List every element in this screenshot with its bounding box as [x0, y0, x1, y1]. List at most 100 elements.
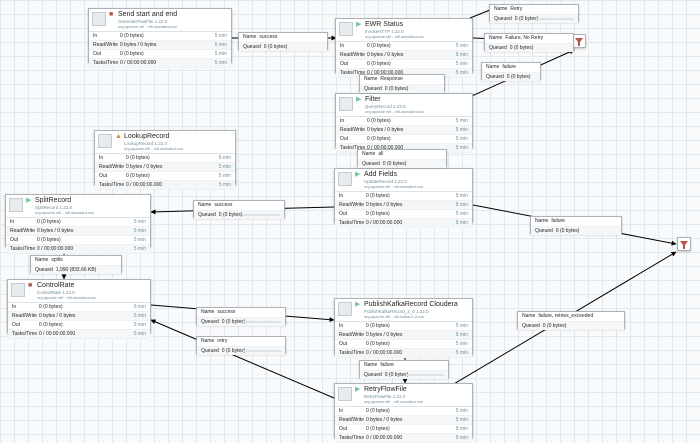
processor-icon [338, 302, 352, 316]
processor-name: EWR Status [365, 21, 404, 28]
conn-queued-label: Queued [494, 16, 512, 22]
stat-label-out: Out [10, 237, 19, 243]
processor-split-record[interactable]: ▶ SplitRecord SplitRecord 1.22.0 org.apa… [5, 194, 151, 254]
conn-queued: 0 (0 bytes) [542, 323, 567, 329]
processor-name: ControlRate [37, 282, 75, 289]
wire-retry-to-control[interactable] [150, 319, 335, 399]
conn-name-label: Name [535, 218, 549, 224]
stat-window: 5 min [133, 228, 146, 234]
processor-name: PublishKafkaRecord Cloudera [364, 301, 458, 308]
conn-name: splits [51, 257, 63, 263]
stat-in: 0 (0 bytes) [366, 408, 390, 414]
stat-label-out: Out [12, 322, 21, 328]
processor-filter[interactable]: ▶ Filter QueryRecord 1.22.0 org.apache.n… [335, 93, 473, 153]
funnel-right[interactable] [677, 237, 691, 251]
stat-label-rw: Read/Write [340, 52, 365, 58]
stat-rw: 0 bytes / 0 bytes [367, 127, 404, 133]
funnel-top[interactable] [572, 34, 586, 48]
stat-label-out: Out [93, 51, 102, 57]
stat-window: 5 min [133, 237, 146, 243]
processor-name: Send start and end [118, 11, 178, 18]
stat-out: 0 (0 bytes) [367, 61, 391, 67]
conn-queued-label: Queued [362, 161, 380, 167]
processor-ewr-status[interactable]: ▶ EWR Status InvokeHTTP 1.22.0 org.apach… [335, 18, 473, 78]
conn-queued-label: Queued [243, 44, 261, 50]
stat-label-out: Out [99, 173, 108, 179]
stat-rw: 0 bytes / 0 bytes [366, 332, 403, 338]
conn-queued: 0 (0 bytes) [221, 348, 246, 354]
processor-lookup-record[interactable]: ▲ LookupRecord LookupRecord 1.22.0 org.a… [94, 130, 236, 190]
running-icon: ▶ [355, 171, 361, 178]
processor-control-rate[interactable]: ■ ControlRate ControlRate 1.22.0 org.apa… [7, 279, 151, 339]
stat-window: 5 min [455, 70, 468, 76]
conn-queued: 0 (0 bytes) [506, 74, 531, 80]
stat-window: 5 min [455, 426, 468, 432]
processor-name: LookupRecord [124, 133, 170, 140]
processor-publish-kafka[interactable]: ▶ PublishKafkaRecord Cloudera PublishKaf… [334, 298, 473, 358]
processor-send-start-end[interactable]: ■ Send start and end GenerateFlowFile 1.… [88, 8, 232, 68]
processor-retry-flowfile[interactable]: ▶ RetryFlowFile RetryFlowFile 1.22.0 org… [334, 383, 473, 443]
conn-name: failure [380, 362, 394, 368]
processor-bundle: org.apache.nifi - nifi-standard-nar [124, 146, 183, 151]
processor-icon [339, 97, 353, 111]
processor-name: Add Fields [364, 171, 398, 178]
conn-queued: 0 (0 bytes) [263, 44, 288, 50]
conn-name: success [214, 202, 233, 208]
conn-queued: 0 (0 bytes) [384, 372, 409, 378]
wire-ewr-retry[interactable] [469, 9, 491, 19]
conn-name-label: Name [486, 64, 500, 70]
stat-window: 5 min [214, 60, 227, 66]
processor-type: UpdateRecord 1.22.0 [364, 179, 407, 184]
stat-label-tasks: Tasks/Time [10, 246, 36, 252]
conn-name-label: Name [494, 6, 508, 12]
conn-name: success [259, 34, 278, 40]
stat-window: 5 min [218, 173, 231, 179]
stat-out: 0 (0 bytes) [367, 136, 391, 142]
stat-window: 5 min [455, 118, 468, 124]
processor-name: SplitRecord [35, 197, 72, 204]
stat-window: 5 min [133, 322, 146, 328]
stat-label-rw: Read/Write [12, 313, 37, 319]
conn-name: all [378, 151, 384, 157]
stat-label-in: In [339, 193, 344, 199]
funnel-icon [575, 38, 583, 46]
stat-in: 0 (0 bytes) [367, 43, 391, 49]
stat-in: 0 (0 bytes) [367, 118, 391, 124]
conn-name: failure [502, 64, 516, 70]
stat-label-tasks: Tasks/Time [12, 331, 38, 337]
stat-label-rw: Read/Write [340, 127, 365, 133]
conn-name-label: Name [522, 313, 536, 319]
conn-name-label: Name [243, 34, 257, 40]
stat-in: 0 (0 bytes) [120, 33, 144, 39]
processor-type: InvokeHTTP 1.22.0 [365, 29, 404, 34]
stat-label-rw: Read/Write [99, 164, 124, 170]
processor-add-fields[interactable]: ▶ Add Fields UpdateRecord 1.22.0 org.apa… [334, 168, 473, 228]
processor-type: SplitRecord 1.22.0 [35, 205, 73, 210]
stat-label-in: In [339, 323, 344, 329]
stat-window: 5 min [455, 127, 468, 133]
stat-window: 5 min [214, 33, 227, 39]
stat-label-tasks: Tasks/Time [93, 60, 119, 66]
stat-window: 5 min [455, 52, 468, 58]
stat-out: 0 (0 bytes) [37, 237, 61, 243]
stat-rw: 0 bytes / 0 bytes [39, 313, 76, 319]
stat-window: 5 min [133, 331, 146, 337]
running-icon: ▶ [26, 197, 32, 204]
processor-icon [339, 22, 353, 36]
stat-label-in: In [93, 33, 98, 39]
processor-name: Filter [365, 96, 381, 103]
